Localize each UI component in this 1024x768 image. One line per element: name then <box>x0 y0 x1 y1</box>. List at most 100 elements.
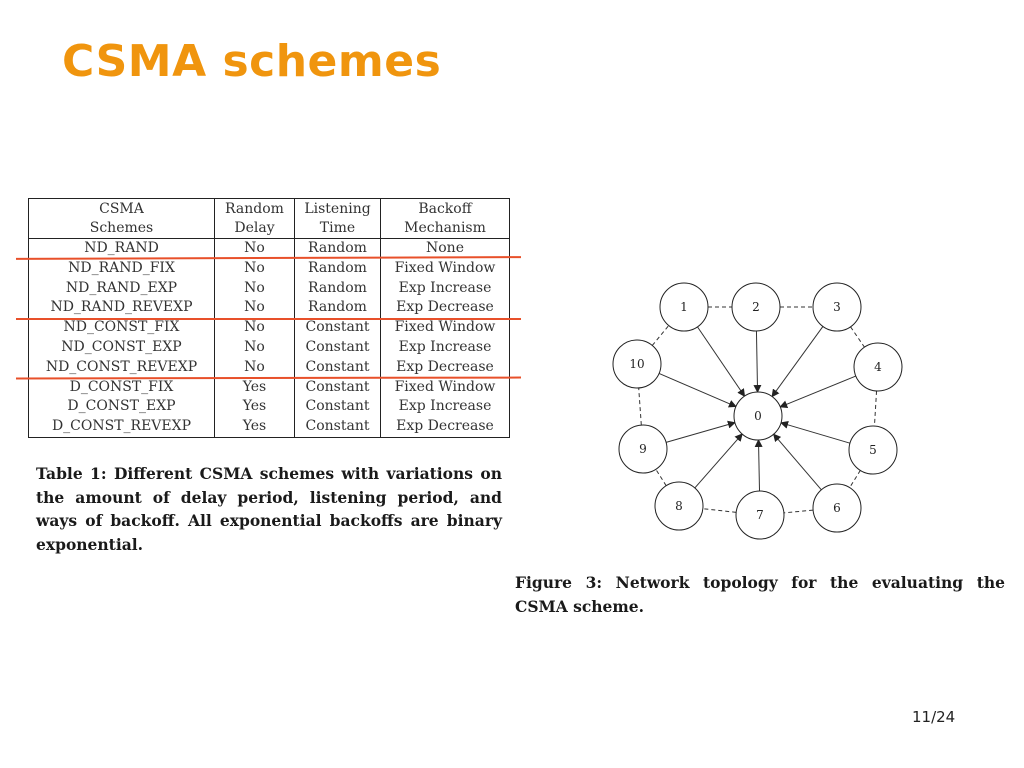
listening-cell: Random <box>294 298 381 319</box>
backoff-cell: Fixed Window <box>394 319 496 336</box>
delay-cell: Yes <box>214 417 295 438</box>
scheme-cell: ND_CONST_REVEXP <box>28 357 215 378</box>
node-label: 3 <box>833 300 841 314</box>
listening-cell: Random <box>294 258 381 279</box>
node-label: 6 <box>833 501 841 515</box>
slide-title: CSMA schemes <box>62 36 442 87</box>
network-topology-diagram: 0 1 2 3 4 5 6 7 8 9 10 <box>612 282 903 540</box>
backoff-cell: Fixed Window <box>394 259 496 276</box>
backoff-cell: Exp Increase <box>398 279 492 296</box>
scheme-cell: ND_RAND <box>28 238 215 259</box>
outer-node: 9 <box>618 424 668 474</box>
outer-node: 2 <box>731 282 781 332</box>
ring-link <box>702 508 737 513</box>
outer-node: 3 <box>812 282 862 332</box>
ring-link <box>873 390 878 427</box>
node-label: 2 <box>752 300 760 314</box>
scheme-cell: ND_RAND_EXP <box>28 278 215 299</box>
link-arrow <box>697 326 746 397</box>
node-label: 0 <box>754 409 762 423</box>
delay-cell: No <box>214 357 295 378</box>
scheme-cell: D_CONST_EXP <box>28 397 215 418</box>
node-label: 7 <box>756 508 764 522</box>
delay-cell: No <box>214 278 295 299</box>
link-arrow <box>780 420 851 444</box>
delay-cell: Yes <box>214 397 295 418</box>
scheme-cell: ND_RAND_REVEXP <box>28 298 215 319</box>
outer-node: 10 <box>612 339 662 389</box>
node-label: 9 <box>639 442 647 456</box>
scheme-cell: ND_CONST_FIX <box>28 318 215 338</box>
outer-node: 8 <box>654 481 704 531</box>
delay-cell: No <box>214 318 295 338</box>
link-arrow <box>771 326 824 398</box>
scheme-cell: ND_CONST_EXP <box>28 337 215 358</box>
listening-cell: Constant <box>294 417 381 438</box>
delay-cell: Yes <box>214 377 295 398</box>
backoff-cell: Fixed Window <box>394 378 496 395</box>
table-caption: Table 1: Different CSMA schemes with var… <box>36 464 502 554</box>
scheme-cell: D_CONST_REVEXP <box>28 417 215 438</box>
backoff-cell: Exp Increase <box>398 338 492 355</box>
backoff-cell: Exp Decrease <box>396 358 494 375</box>
backoff-cell: None <box>426 240 464 256</box>
outer-node: 1 <box>659 282 709 332</box>
link-arrow <box>665 420 736 443</box>
listening-cell: Constant <box>294 318 381 338</box>
delay-cell: No <box>214 337 295 358</box>
figure-caption: Figure 3: Network topology for the evalu… <box>515 573 1005 616</box>
node-label: 10 <box>629 357 644 371</box>
node-label: 1 <box>680 300 688 314</box>
delay-cell: No <box>214 298 295 319</box>
scheme-cell: ND_RAND_FIX <box>28 258 215 279</box>
ring-link <box>655 469 667 486</box>
link-arrow <box>694 433 743 489</box>
ring-link <box>783 509 814 514</box>
outer-node: 6 <box>812 483 862 533</box>
link-arrow <box>754 438 763 492</box>
listening-cell: Constant <box>294 397 381 418</box>
page-number: 11/24 <box>912 708 956 726</box>
listening-cell: Random <box>294 238 381 259</box>
outer-node: 4 <box>853 342 903 392</box>
link-arrow <box>772 433 822 491</box>
ring-link <box>651 325 670 346</box>
listening-cell: Constant <box>294 357 381 378</box>
scheme-cell: D_CONST_FIX <box>28 377 215 398</box>
ring-link <box>849 470 861 488</box>
link-arrow <box>779 375 856 408</box>
node-label: 4 <box>874 360 882 374</box>
delay-cell: No <box>214 238 295 259</box>
link-arrow <box>753 330 762 394</box>
delay-cell: No <box>214 258 295 279</box>
center-node: 0 <box>733 391 783 441</box>
listening-cell: Constant <box>294 377 381 398</box>
backoff-cell: Exp Decrease <box>396 299 494 316</box>
outer-node: 7 <box>735 490 785 540</box>
ring-link <box>638 387 642 426</box>
link-arrow <box>658 373 737 408</box>
node-label: 5 <box>869 443 877 457</box>
listening-cell: Constant <box>294 337 381 358</box>
backoff-cell: Exp Decrease <box>396 418 494 435</box>
ring-link <box>850 326 865 348</box>
node-label: 8 <box>675 499 683 513</box>
outer-node: 5 <box>848 425 898 475</box>
